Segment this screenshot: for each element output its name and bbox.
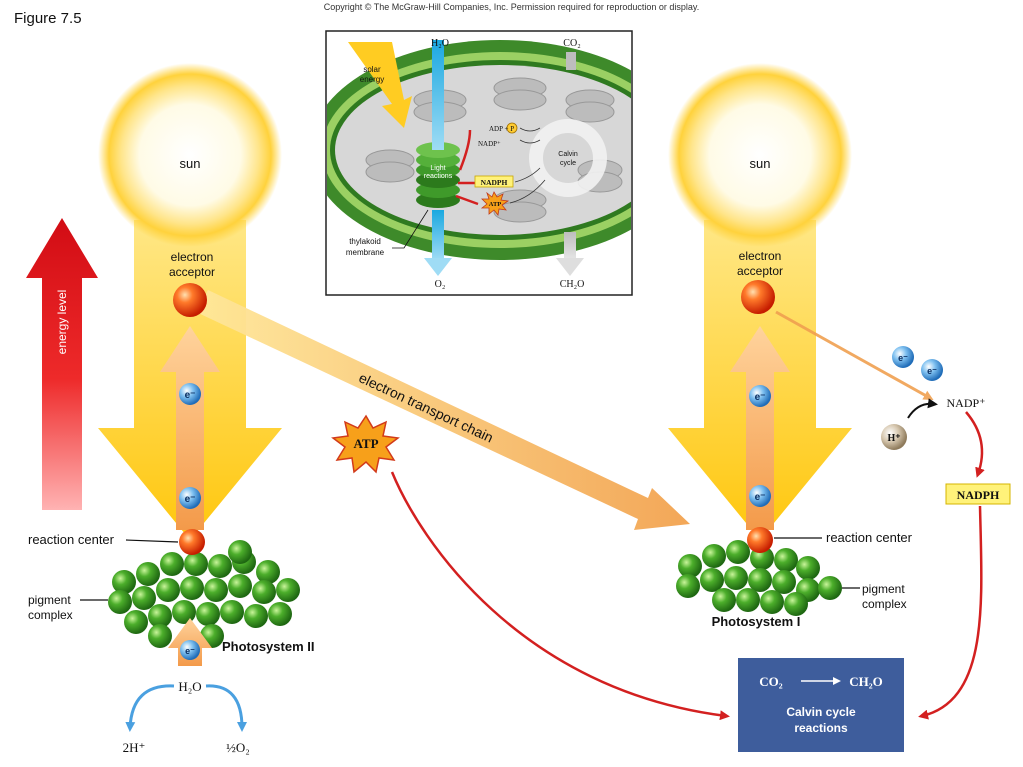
photosystem-ii-label: Photosystem II: [222, 639, 314, 654]
inset-ch2o-label: CH₂O: [560, 279, 585, 290]
water-electron: [180, 640, 200, 660]
floating-electron-2: [921, 359, 943, 381]
h-plus-ball: [881, 424, 907, 450]
atp-burst: [331, 414, 400, 474]
left-electron-up-arrow: [160, 326, 220, 530]
calvin-co2-label: CO₂: [759, 674, 783, 689]
right-reaction-center-ball: [747, 527, 773, 553]
left-electron-1-label: e⁻: [185, 390, 196, 401]
left-sun: [98, 63, 282, 247]
right-sun: [668, 63, 852, 247]
inset-o2-label: O₂: [435, 279, 446, 290]
copyright-notice: Copyright © The McGraw-Hill Companies, I…: [323, 2, 700, 12]
inset-atp-burst: [480, 191, 510, 216]
right-electron-1: [749, 385, 771, 407]
h-plus-label: H⁺: [887, 433, 900, 444]
inset-co2-label: CO₂: [563, 38, 580, 49]
solar-energy-arrow: [348, 42, 412, 128]
energy-level-label: energy level: [55, 290, 69, 355]
light-reactions-stack: [416, 142, 460, 208]
right-electron-acceptor-ball: [741, 280, 775, 314]
calvin-ch2o-label: CH₂O: [849, 674, 883, 689]
photosystem-i-group: [668, 63, 1011, 752]
right-sun-label: sun: [750, 156, 771, 171]
nadph-box: [945, 483, 1011, 505]
photosystem-i-label: Photosystem I: [712, 614, 801, 629]
calvin-cycle-box: [738, 658, 904, 752]
left-electron-1: [179, 383, 201, 405]
inset-h2o-label: H₂O: [431, 38, 449, 49]
water-label: H₂O: [178, 679, 201, 694]
right-electron-2: [749, 485, 771, 507]
energy-level-arrow: [26, 218, 98, 510]
left-sun-label: sun: [180, 156, 201, 171]
electron-transport-chain-arrow: [196, 290, 690, 530]
nadph-label: NADPH: [957, 488, 1000, 502]
atp-pathway: [331, 414, 730, 721]
left-reaction-center-ball: [179, 529, 205, 555]
left-pigment-complex: [108, 540, 300, 648]
half-o2-label: ½O₂: [226, 740, 250, 755]
inset-nadp-label: NADP⁺: [478, 140, 501, 148]
left-electron-acceptor-ball: [173, 283, 207, 317]
right-electron-2-label: e⁻: [755, 492, 766, 503]
right-electron-up-arrow: [730, 326, 790, 530]
water-electron-label: e⁻: [185, 646, 195, 656]
floating-electron-2-label: e⁻: [927, 366, 937, 376]
atp-label: ATP: [353, 436, 378, 451]
inset-adp-label: ADP + P: [489, 125, 514, 133]
right-electron-1-label: e⁻: [755, 392, 766, 403]
two-h-label: 2H⁺: [123, 740, 146, 755]
floating-electron-1: [892, 346, 914, 368]
figure-label: Figure 7.5: [14, 10, 82, 27]
nadp-plus-label: NADP⁺: [946, 396, 985, 410]
chloroplast-inset: [325, 30, 633, 296]
left-electron-2: [179, 487, 201, 509]
photosystem-ii-group: [26, 63, 690, 732]
floating-electron-1-label: e⁻: [898, 353, 908, 363]
left-electron-2-label: e⁻: [185, 494, 196, 505]
inset-nadph-label: NADPH: [481, 178, 508, 187]
right-pigment-complex: [676, 540, 842, 616]
left-reaction-center-label: reaction center: [28, 532, 115, 547]
right-reaction-center-label: reaction center: [826, 530, 913, 545]
inset-atp-label: ATP: [489, 201, 502, 208]
